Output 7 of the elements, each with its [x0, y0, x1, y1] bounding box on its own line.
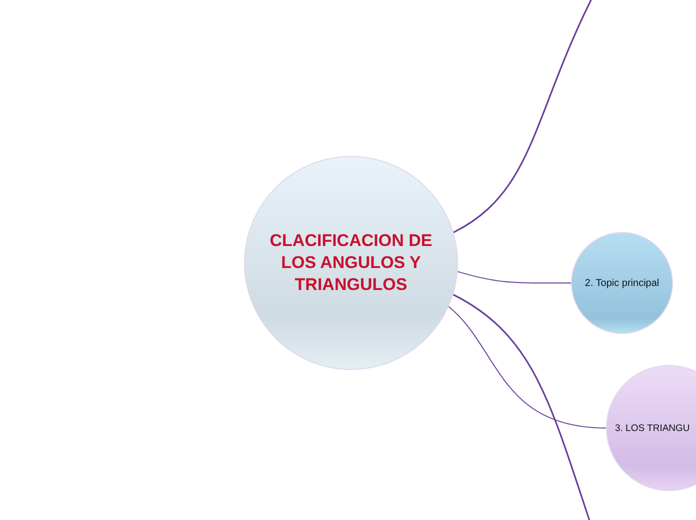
topic-label: CLACIFICACION DE LOS ANGULOS Y TRIANGULOS — [268, 230, 434, 296]
connector-line — [457, 271, 572, 284]
topic-label: 2. Topic principal — [584, 276, 660, 290]
connector-line — [452, 294, 591, 520]
connector-line — [448, 306, 606, 428]
connector-line — [453, 0, 593, 234]
topic-label: 3. LOS TRIANGU — [615, 422, 690, 434]
